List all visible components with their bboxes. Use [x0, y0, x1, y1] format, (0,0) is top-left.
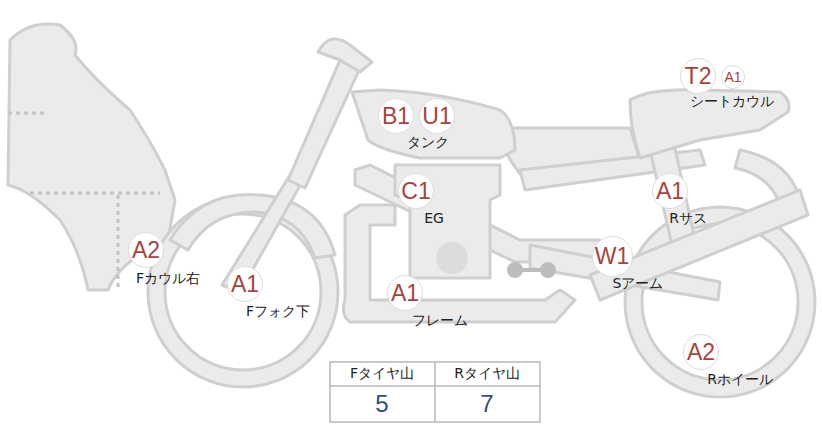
- part-name: Rホイール: [707, 372, 773, 387]
- callout-code: A1: [231, 273, 259, 296]
- table-cell: Fタイヤ山: [350, 366, 414, 381]
- callout-code: C1: [401, 180, 430, 203]
- callout-code: A1: [391, 282, 419, 305]
- callout-circle: A1: [227, 266, 263, 302]
- table-cell: 5: [375, 391, 388, 417]
- table-cell: Rタイヤ山: [454, 366, 520, 381]
- callout-circle: B1: [378, 98, 414, 134]
- callout-code: A2: [687, 341, 715, 364]
- callout-circle: C1: [398, 173, 434, 209]
- callout-circle: U1: [419, 98, 455, 134]
- table-cell: 7: [480, 391, 493, 417]
- callout-code: U1: [422, 105, 451, 128]
- part-name: Fカウル右: [136, 271, 200, 286]
- tire-table: [330, 362, 540, 422]
- callout-circle: A1: [387, 275, 423, 311]
- callout-circle: A2: [683, 334, 719, 370]
- part-name: Rサス: [669, 211, 707, 226]
- part-name: フレーム: [412, 313, 468, 328]
- callout-circle: T2: [680, 58, 716, 94]
- callout-circle: A2: [128, 232, 164, 268]
- part-name: Fフォク下: [246, 304, 310, 319]
- callout-code: A2: [132, 239, 160, 262]
- callout-code: A1: [724, 70, 741, 84]
- callout-circle: A1: [652, 173, 688, 209]
- callout-code: A1: [656, 180, 684, 203]
- part-name: シートカウル: [690, 94, 774, 109]
- callout-code: W1: [595, 245, 630, 268]
- callout-circle: W1: [592, 236, 633, 277]
- part-name: EG: [424, 211, 444, 226]
- part-name: Sアーム: [613, 276, 664, 291]
- part-name: タンク: [407, 135, 449, 150]
- callout-code: T2: [685, 65, 712, 88]
- callout-circle: A1: [721, 65, 745, 89]
- callout-code: B1: [382, 105, 410, 128]
